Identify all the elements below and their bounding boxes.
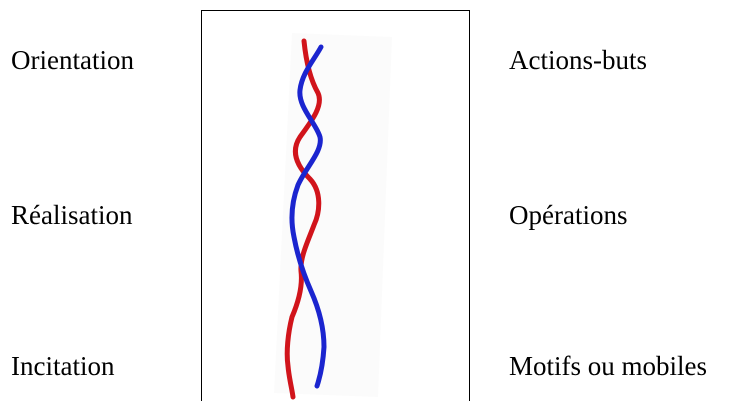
right-label-operations: Opérations [509,200,628,230]
left-label-incitation: Incitation [11,351,115,381]
helix-backing [274,33,392,397]
right-label-motifs-ou-mobiles: Motifs ou mobiles [509,351,708,381]
left-label-realisation: Réalisation [11,200,133,230]
helix-frame [201,10,470,401]
right-label-actions-buts: Actions-buts [509,45,647,75]
left-label-orientation: Orientation [11,45,134,75]
helix-strand-red [284,38,322,400]
double-helix-illustration [274,33,392,400]
helix-strand-blue [289,44,327,389]
